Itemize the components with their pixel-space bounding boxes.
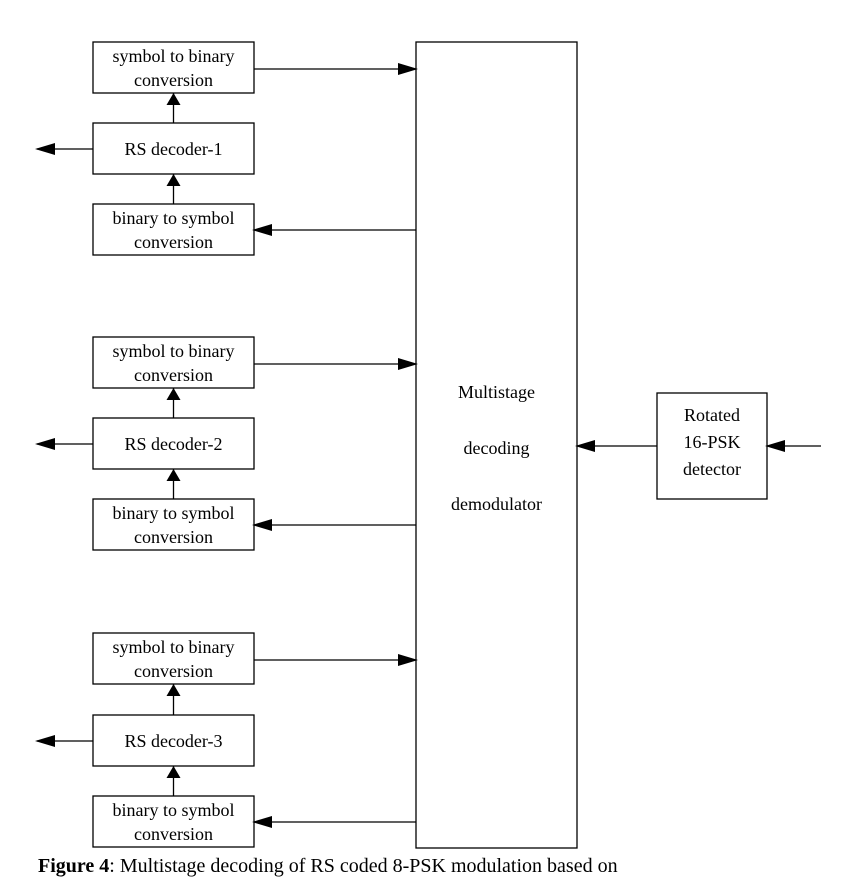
detector-label-line-1: Rotated: [684, 405, 740, 425]
decoding-stage-1: symbol to binary conversion RS decoder-1…: [35, 41, 418, 256]
binary-to-symbol-label-3: binary to symbol: [113, 800, 235, 820]
detector-label-line-3: detector: [683, 459, 741, 479]
rs-decoder-label-3: RS decoder-3: [124, 731, 222, 751]
rs-decoder-box-2: [92, 417, 255, 470]
figure-caption: Figure 4: Multistage decoding of RS code…: [38, 855, 854, 891]
binary-to-symbol-label-3b: conversion: [134, 824, 213, 844]
symbol-to-binary-label-3b: conversion: [134, 661, 213, 681]
binary-to-symbol-label-2b: conversion: [134, 527, 213, 547]
symbol-to-binary-box-1: [92, 41, 255, 94]
symbol-to-binary-label-2: symbol to binary: [113, 341, 235, 361]
demodulator-label-line-3: demodulator: [451, 494, 542, 514]
rs-decoder-label-1: RS decoder-1: [124, 139, 222, 159]
demodulator-label-line-2: decoding: [464, 438, 530, 458]
multistage-decoding-demodulator-block: Multistage decoding demodulator: [415, 41, 578, 849]
symbol-to-binary-label-2b: conversion: [134, 365, 213, 385]
symbol-to-binary-box-3: [92, 632, 255, 685]
binary-to-symbol-box-3: [92, 795, 255, 848]
symbol-to-binary-box-2: [92, 336, 255, 389]
demodulator-label-line-1: Multistage: [458, 382, 535, 402]
rs-decoder-box-3: [92, 714, 255, 767]
symbol-to-binary-label-3: symbol to binary: [113, 637, 235, 657]
symbol-to-binary-label-1: symbol to binary: [113, 46, 235, 66]
binary-to-symbol-label-1b: conversion: [134, 232, 213, 252]
symbol-to-binary-label-1b: conversion: [134, 70, 213, 90]
binary-to-symbol-label-1: binary to symbol: [113, 208, 235, 228]
rotated-16psk-detector-block: Rotated 16-PSK detector: [656, 392, 768, 500]
rs-decoder-label-2: RS decoder-2: [124, 434, 222, 454]
decoding-stage-2: symbol to binary conversion RS decoder-2…: [35, 336, 418, 551]
figure-caption-text: : Multistage decoding of RS coded 8-PSK …: [109, 855, 618, 877]
binary-to-symbol-label-2: binary to symbol: [113, 503, 235, 523]
decoding-stage-3: symbol to binary conversion RS decoder-3…: [35, 632, 418, 848]
figure-caption-label: Figure 4: [38, 855, 110, 877]
detector-label-line-2: 16-PSK: [683, 432, 740, 452]
